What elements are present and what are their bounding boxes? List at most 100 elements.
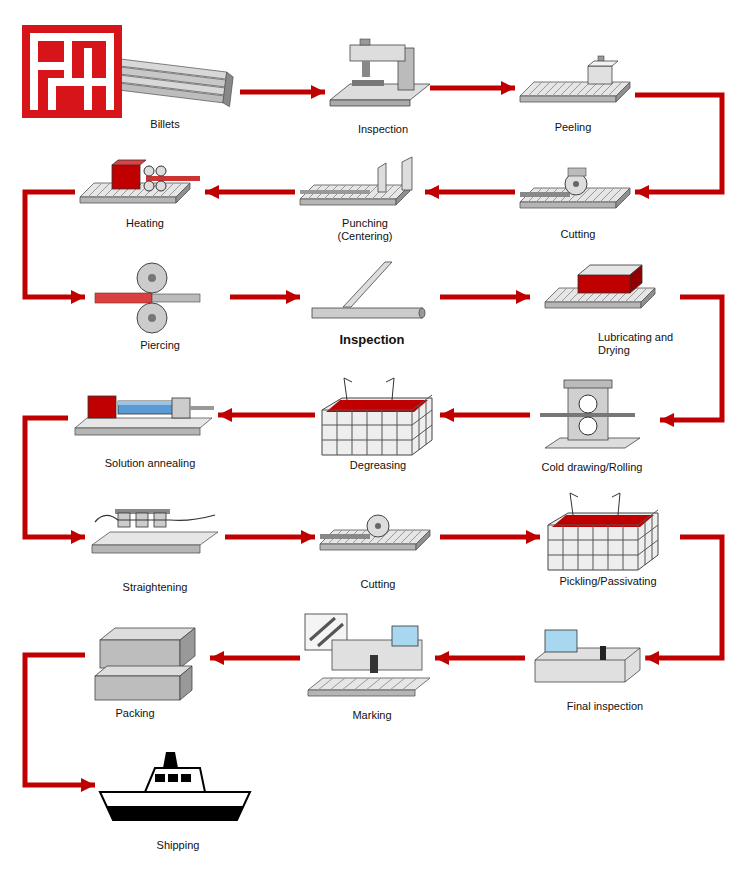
ship-picture xyxy=(100,792,250,820)
marking-machine xyxy=(308,690,415,696)
step-label: Final inspection xyxy=(545,700,665,713)
straightening-machine xyxy=(92,509,218,553)
process-step: Cutting xyxy=(315,498,440,595)
flow-arrow xyxy=(205,190,295,195)
step-label: Inspection xyxy=(302,332,442,347)
cutting-saw xyxy=(520,192,570,197)
process-step: Cold drawing/Rolling xyxy=(530,378,660,478)
ship-picture xyxy=(100,752,250,820)
process-step: Inspection xyxy=(300,255,440,350)
drawing-stand xyxy=(579,417,597,435)
process-step: Peeling xyxy=(515,50,635,135)
cutting-saw xyxy=(573,181,579,187)
cutting-saw xyxy=(568,168,586,176)
straightening-machine xyxy=(92,532,218,545)
flow-arrow xyxy=(440,295,530,300)
process-step: Packing xyxy=(85,620,210,722)
pickling-tank xyxy=(548,493,658,570)
process-step: Final inspection xyxy=(525,620,645,717)
piercing-rolls xyxy=(137,303,167,333)
inspection-machine xyxy=(360,39,370,45)
inspection-machine xyxy=(330,100,410,106)
step-label: Pickling/Passivating xyxy=(538,575,678,588)
inspection-console xyxy=(600,646,606,660)
peeling-machine xyxy=(520,56,630,102)
flow-arrow xyxy=(25,418,85,537)
flow-arrow xyxy=(240,90,325,95)
step-label: Lubricating and Drying xyxy=(598,331,680,357)
drawing-stand xyxy=(540,413,635,417)
step-label: Straightening xyxy=(85,581,225,594)
flow-arrow xyxy=(25,192,85,297)
straightening-machine xyxy=(95,515,215,522)
punching-machine xyxy=(300,190,370,194)
inspection-machine xyxy=(362,61,370,77)
ship-picture xyxy=(163,752,178,768)
lubricating-tank xyxy=(630,265,642,293)
company-logo xyxy=(64,33,72,83)
piercing-rolls xyxy=(152,294,200,302)
process-step: Straightening xyxy=(85,498,225,598)
degreasing-tank xyxy=(322,378,432,455)
heating-furnace xyxy=(80,160,200,203)
heating-furnace xyxy=(144,166,154,176)
tube-inspection xyxy=(312,262,425,318)
cutting-saw xyxy=(320,534,370,539)
packing-boxes xyxy=(100,628,195,640)
straightening-machine xyxy=(92,545,200,553)
annealing-furnace xyxy=(118,401,173,414)
flow-arrow xyxy=(440,413,530,418)
step-label: Degreasing xyxy=(316,459,441,472)
inspection-machine xyxy=(350,45,405,61)
step-label: Packing xyxy=(73,707,198,720)
peeling-machine xyxy=(588,66,612,84)
company-logo xyxy=(84,48,92,110)
tube-inspection xyxy=(419,308,425,318)
lubricating-tank xyxy=(578,275,630,293)
drawing-stand xyxy=(564,380,612,388)
flow-arrow xyxy=(635,95,722,192)
packing-boxes xyxy=(95,666,192,676)
punching-machine xyxy=(300,185,410,205)
marking-machine xyxy=(308,678,430,690)
process-step: Heating xyxy=(75,150,205,235)
billets-picture xyxy=(223,72,234,107)
flow-arrow xyxy=(645,537,722,658)
cutting-saw xyxy=(520,168,630,208)
heating-furnace xyxy=(156,166,166,176)
annealing-furnace xyxy=(88,396,116,418)
flow-arrow xyxy=(425,190,515,195)
company-logo xyxy=(22,25,122,118)
step-label: Marking xyxy=(305,709,440,722)
company-logo xyxy=(106,33,114,110)
inspection-machine xyxy=(330,84,430,100)
step-label: Billets xyxy=(93,118,238,131)
process-step: Degreasing xyxy=(315,378,440,478)
marking-machine xyxy=(318,678,417,690)
company-logo xyxy=(22,25,122,118)
packing-boxes xyxy=(100,640,180,668)
tube-inspection xyxy=(312,308,422,318)
company-logo xyxy=(48,78,114,86)
process-step: Lubricating and Drying xyxy=(530,255,680,360)
annealing-furnace xyxy=(75,418,212,428)
step-label: Peeling xyxy=(513,121,633,134)
inspection-console xyxy=(535,648,640,682)
process-step: Shipping xyxy=(95,740,255,858)
flow-arrow xyxy=(218,413,315,418)
punching-machine xyxy=(378,163,386,192)
pickling-tank xyxy=(548,493,658,570)
process-step: Marking xyxy=(300,610,435,725)
packing-boxes xyxy=(180,666,192,700)
flow-arrow xyxy=(210,656,300,661)
process-step: Piercing xyxy=(85,255,230,355)
flow-arrow xyxy=(435,656,525,661)
lubricating-tank xyxy=(545,265,655,308)
step-label: Heating xyxy=(80,217,210,230)
cutting-saw xyxy=(367,515,389,537)
packing-boxes xyxy=(95,676,180,700)
marking-machine xyxy=(370,655,378,673)
flow-arrow xyxy=(430,86,515,91)
ship-picture xyxy=(106,806,244,820)
